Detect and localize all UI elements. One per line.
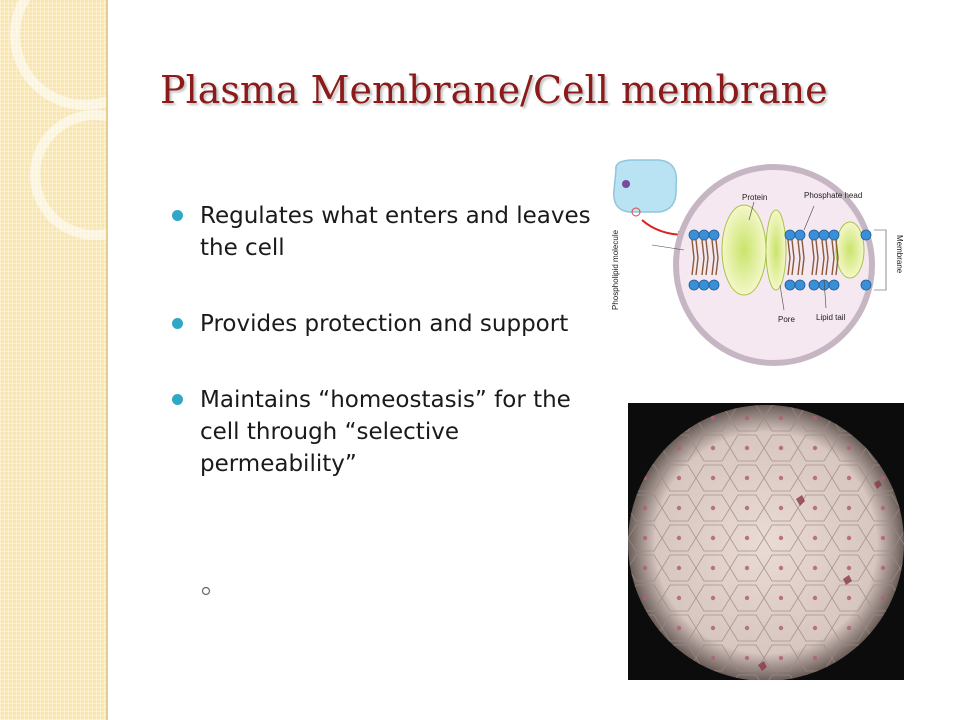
bullet-text: Maintains “homeostasis” for the cell thr…: [200, 387, 571, 477]
label-phospholipid-molecule: Phospholipid molecule: [611, 229, 620, 310]
bullet-item: Regulates what enters and leaves the cel…: [160, 200, 600, 264]
bullet-list: Regulates what enters and leaves the cel…: [160, 200, 600, 524]
label-membrane: Membrane: [895, 235, 904, 274]
bullet-dot-icon: [172, 318, 183, 329]
label-pore: Pore: [778, 315, 795, 324]
cell-nucleus-icon: [622, 180, 630, 188]
bullet-item: Maintains “homeostasis” for the cell thr…: [160, 384, 600, 480]
bullet-item: Provides protection and support: [160, 308, 600, 340]
zoom-origin-icon: [631, 207, 641, 217]
phosphate-heads: [688, 229, 872, 291]
bullet-dot-icon: [172, 394, 183, 405]
lipid-tails: [691, 239, 839, 276]
protein-shape: [835, 221, 865, 279]
label-phosphate-head-text: Phosphate head: [804, 191, 862, 200]
bullet-text: Regulates what enters and leaves the cel…: [200, 203, 591, 261]
protein-shape: [765, 209, 787, 291]
micrograph-image: [628, 403, 904, 680]
bullet-text: Provides protection and support: [200, 311, 569, 337]
decorative-ring: [30, 110, 106, 240]
label-lipid-tail: Lipid tail: [816, 313, 846, 322]
bullet-dot-icon: [172, 210, 183, 221]
slide-title: Plasma Membrane/Cell membrane: [160, 68, 828, 112]
label-phosphate-head: Phosphate head: [804, 191, 862, 200]
label-protein: Protein: [742, 193, 767, 202]
decorative-ring: [10, 0, 106, 110]
membrane-diagram: Protein Phosphate head Pore Lipid tail M…: [611, 159, 904, 366]
hollow-circle-icon: [200, 585, 212, 597]
decorative-side-band: [0, 0, 108, 720]
small-cell-shape: [613, 159, 678, 213]
micrograph-cells: [628, 405, 904, 680]
protein-shape: [721, 204, 767, 296]
